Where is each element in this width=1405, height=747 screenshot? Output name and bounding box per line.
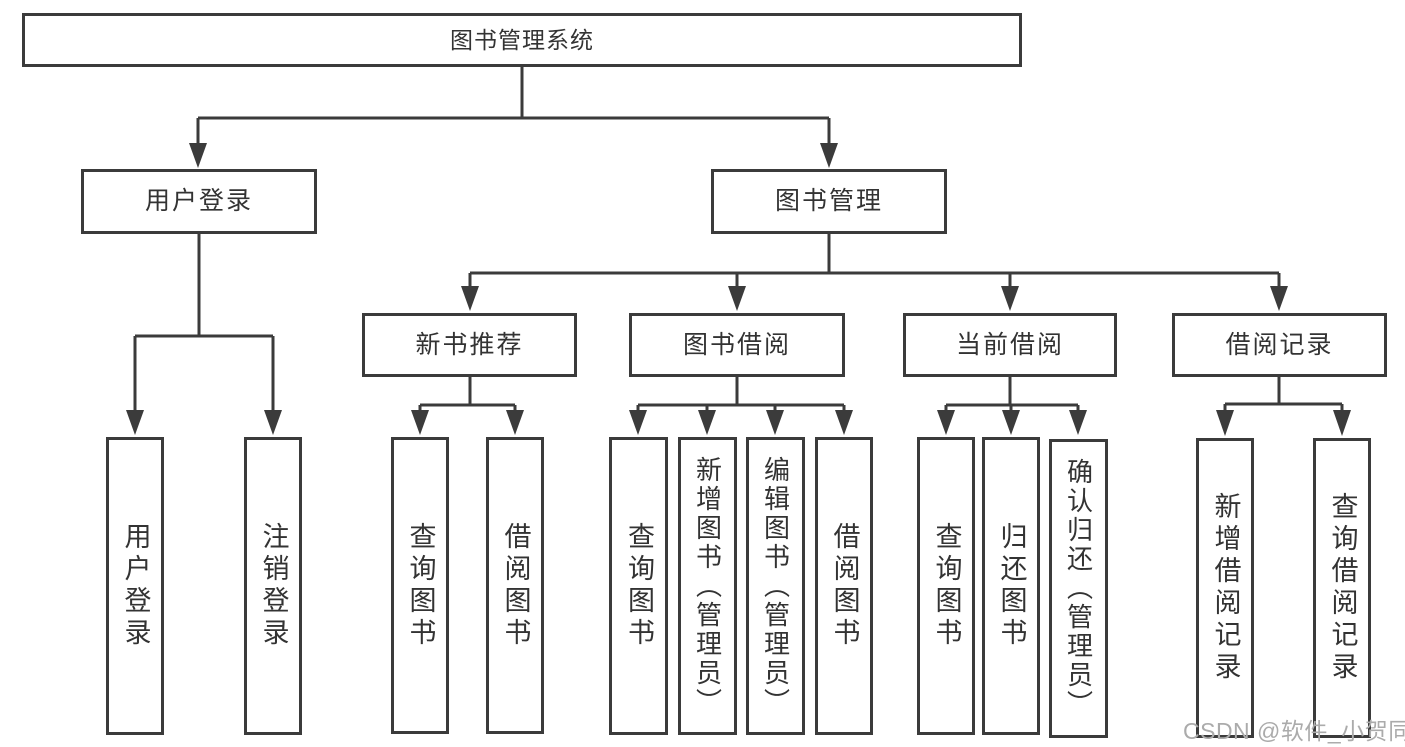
node-current-borrow: 当前借阅 (903, 313, 1117, 377)
node-new-book-recommend: 新书推荐 (362, 313, 577, 377)
node-book-borrow: 图书借阅 (629, 313, 845, 377)
node-recommend-query-books: 查询图书 (391, 437, 449, 734)
node-user-login: 用户登录 (81, 169, 317, 234)
node-borrow-query-books: 查询图书 (609, 437, 668, 735)
node-query-borrow-record: 查询借阅记录 (1313, 438, 1371, 738)
node-edit-books-admin: 编辑图书（管理员） (746, 437, 805, 735)
node-library-management-system: 图书管理系统 (22, 13, 1022, 67)
node-borrow-records: 借阅记录 (1172, 313, 1387, 377)
node-book-management: 图书管理 (711, 169, 947, 234)
node-return-books: 归还图书 (982, 437, 1040, 735)
node-borrow-books: 借阅图书 (815, 437, 873, 735)
node-recommend-borrow-books: 借阅图书 (486, 437, 544, 734)
node-logout: 注销登录 (244, 437, 302, 735)
watermark: CSDN @软件_小贺同学 (1183, 718, 1405, 744)
node-add-books-admin: 新增图书（管理员） (678, 437, 737, 735)
node-confirm-return-admin: 确认归还（管理员） (1049, 439, 1108, 738)
node-add-borrow-record: 新增借阅记录 (1196, 438, 1254, 738)
node-current-query-books: 查询图书 (917, 437, 975, 735)
node-user-login-action: 用户登录 (106, 437, 164, 735)
